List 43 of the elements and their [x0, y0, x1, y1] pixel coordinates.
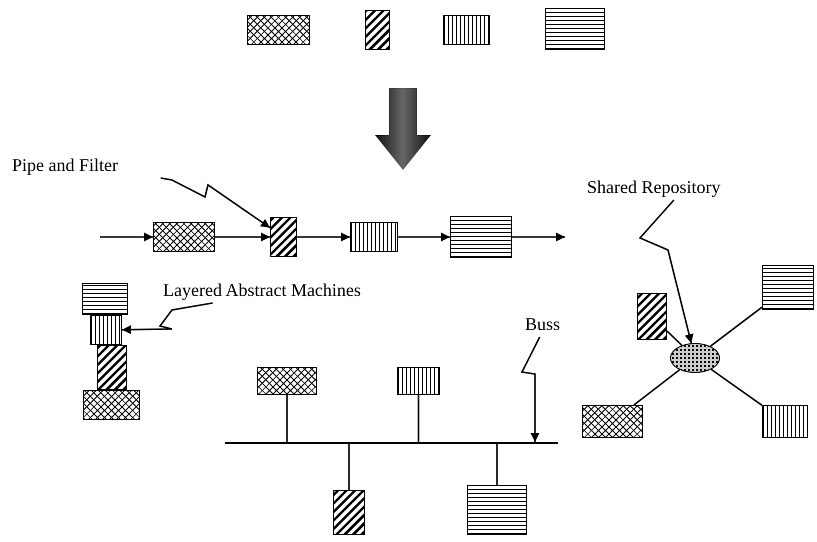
- horizontal-striped-box: [762, 265, 814, 310]
- vertical-striped-box: [762, 405, 808, 438]
- style-label: Shared Repository: [587, 175, 720, 199]
- diagonal-hatched-box: [637, 293, 667, 340]
- style-label: Layered Abstract Machines: [163, 278, 361, 302]
- connector-line: [633, 369, 680, 406]
- connector-line: [710, 368, 762, 406]
- vertical-striped-box: [443, 15, 490, 45]
- arrow: [512, 232, 565, 242]
- vertical-striped-box: [397, 367, 440, 395]
- style-label: Pipe and Filter: [12, 153, 118, 177]
- vertical-striped-box: [90, 315, 122, 345]
- diagonal-hatched-box: [365, 10, 390, 50]
- leader-line: [638, 199, 694, 344]
- connector-line: [666, 330, 682, 346]
- style-label: Buss: [525, 312, 560, 336]
- crosshatched-box: [582, 405, 643, 438]
- horizontal-striped-box: [82, 283, 128, 315]
- vertical-striped-box: [350, 222, 398, 252]
- diagonal-hatched-box: [270, 217, 297, 257]
- crosshatched-box: [83, 390, 140, 420]
- connector-line: [496, 444, 498, 485]
- leader-line: [122, 302, 213, 334]
- arrow: [398, 232, 450, 242]
- connector-line: [710, 306, 762, 347]
- crosshatched-box: [153, 222, 215, 252]
- connector-line: [418, 395, 420, 442]
- repository-ellipse: [670, 343, 720, 373]
- arrow: [215, 232, 270, 242]
- diagonal-hatched-box: [333, 490, 365, 535]
- horizontal-striped-box: [467, 485, 527, 535]
- leader-line: [520, 336, 540, 442]
- connector-line: [348, 444, 350, 490]
- horizontal-striped-box: [545, 8, 605, 50]
- arrow: [100, 232, 153, 242]
- horizontal-striped-box: [450, 216, 512, 258]
- connector-line: [286, 395, 288, 442]
- crosshatched-box: [247, 15, 310, 45]
- arrow: [297, 232, 350, 242]
- diagonal-hatched-box: [97, 345, 127, 390]
- crosshatched-box: [257, 367, 317, 395]
- bus-line: [225, 442, 558, 444]
- leader-line: [160, 177, 270, 228]
